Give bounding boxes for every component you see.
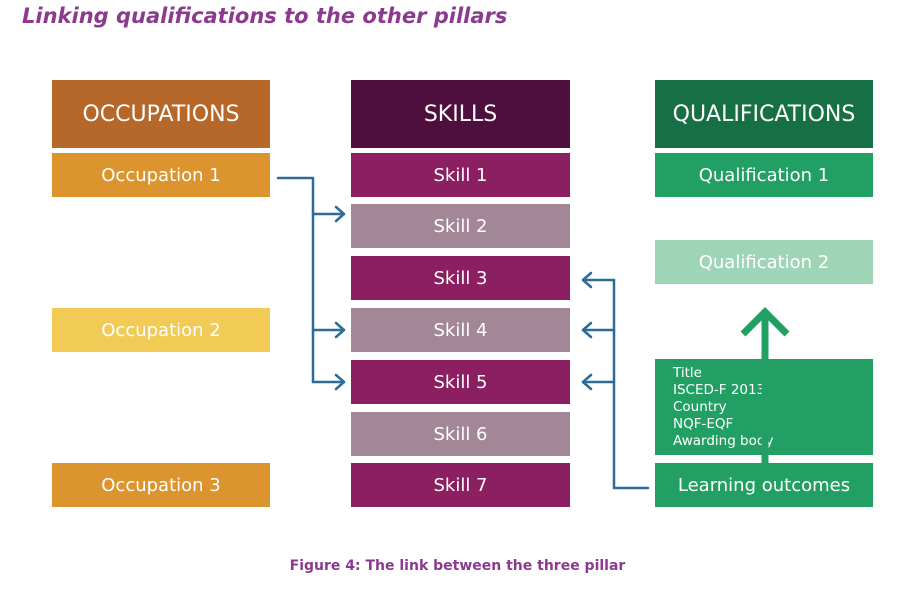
occupations-header: OCCUPATIONS <box>52 80 270 148</box>
arrow-skill-3-icon <box>581 271 593 289</box>
arrow-skill-4-return-icon <box>581 321 593 339</box>
detail-isced: ISCED-F 2013 <box>673 382 766 398</box>
detail-nqf-eqf: NQF-EQF <box>673 416 734 432</box>
skill-5-box: Skill 5 <box>351 360 570 404</box>
skill-7-box: Skill 7 <box>351 463 570 507</box>
arrow-skill-5-return-icon <box>581 373 593 391</box>
detail-title: Title <box>673 365 702 381</box>
qualifications-header: QUALIFICATIONS <box>655 80 873 148</box>
figure-caption: Figure 4: The link between the three pil… <box>289 558 626 574</box>
learning-outcomes-box: Learning outcomes <box>655 463 873 507</box>
detail-awarding-body: Awarding body <box>673 433 774 449</box>
skill-4-box: Skill 4 <box>351 308 570 352</box>
occupation-1-box: Occupation 1 <box>52 153 270 197</box>
up-arrow-icon <box>740 307 790 337</box>
page-title: Linking qualifications to the other pill… <box>22 4 508 28</box>
qualification-2-box: Qualification 2 <box>655 240 873 284</box>
arrow-skill-5-icon <box>334 373 346 391</box>
arrow-skill-2-icon <box>334 205 346 223</box>
qualification-1-box: Qualification 1 <box>655 153 873 197</box>
skill-3-box: Skill 3 <box>351 256 570 300</box>
learning-outcomes-connector-line <box>612 278 650 490</box>
occupation-3-box: Occupation 3 <box>52 463 270 507</box>
skill-6-box: Skill 6 <box>351 412 570 456</box>
skill-2-box: Skill 2 <box>351 204 570 248</box>
occupation-connector-line <box>276 176 315 384</box>
occupation-2-box: Occupation 2 <box>52 308 270 352</box>
skill-1-box: Skill 1 <box>351 153 570 197</box>
arrow-skill-4-icon <box>334 321 346 339</box>
skills-header: SKILLS <box>351 80 570 148</box>
detail-country: Country <box>673 399 727 415</box>
